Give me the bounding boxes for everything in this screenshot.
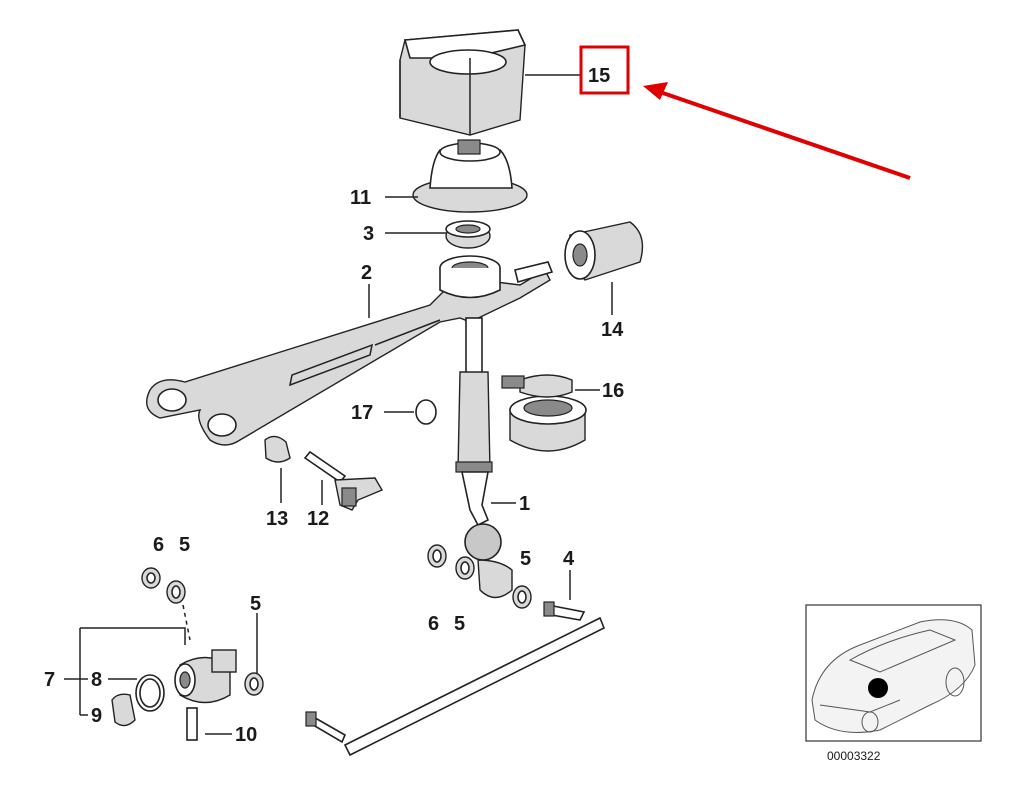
callout-5-upper: 5 <box>179 534 190 556</box>
part-11-boot <box>412 139 528 213</box>
callout-14: 14 <box>601 319 624 341</box>
callout-12: 12 <box>307 508 329 530</box>
callout-13: 13 <box>266 508 288 530</box>
part-16-bearing <box>501 374 587 452</box>
part-17-o-ring <box>415 399 437 425</box>
callout-11: 11 <box>350 187 371 209</box>
callout-1: 1 <box>519 493 530 515</box>
part-3-ring <box>445 220 491 249</box>
callout-2: 2 <box>361 262 372 284</box>
callout-6-upper: 6 <box>153 534 164 556</box>
washer-group-left <box>141 567 191 641</box>
highlight-box <box>579 45 630 95</box>
callout-17: 17 <box>351 402 373 424</box>
part-1-shift-lever <box>455 317 513 599</box>
callout-3: 3 <box>363 223 374 245</box>
part-13-clip <box>264 435 291 463</box>
callout-15: 15 <box>588 65 610 87</box>
location-dot <box>868 678 888 698</box>
callout-4: 4 <box>563 548 575 570</box>
part-12-pin <box>303 450 384 511</box>
inset-code: 00003322 <box>827 749 881 763</box>
part-14-bushing <box>564 221 644 281</box>
leader-lines <box>64 74 613 735</box>
part-15-cover <box>399 29 527 136</box>
highlight-arrow <box>643 82 911 180</box>
part-7-coupling <box>111 649 264 741</box>
washer-group-right <box>427 544 532 609</box>
callout-5-lower: 5 <box>454 613 465 635</box>
callout-16: 16 <box>602 380 624 402</box>
callout-6-lower: 6 <box>428 613 439 635</box>
callout-10: 10 <box>235 724 257 746</box>
callout-9: 9 <box>91 705 102 727</box>
part-2-shift-arm <box>146 255 554 446</box>
callout-8: 8 <box>91 669 102 691</box>
callout-5-right: 5 <box>520 548 531 570</box>
part-4-selector-rod <box>305 601 606 757</box>
inset-car-thumbnail <box>805 604 982 742</box>
callout-7: 7 <box>44 669 55 691</box>
callout-5-mid: 5 <box>250 593 261 615</box>
